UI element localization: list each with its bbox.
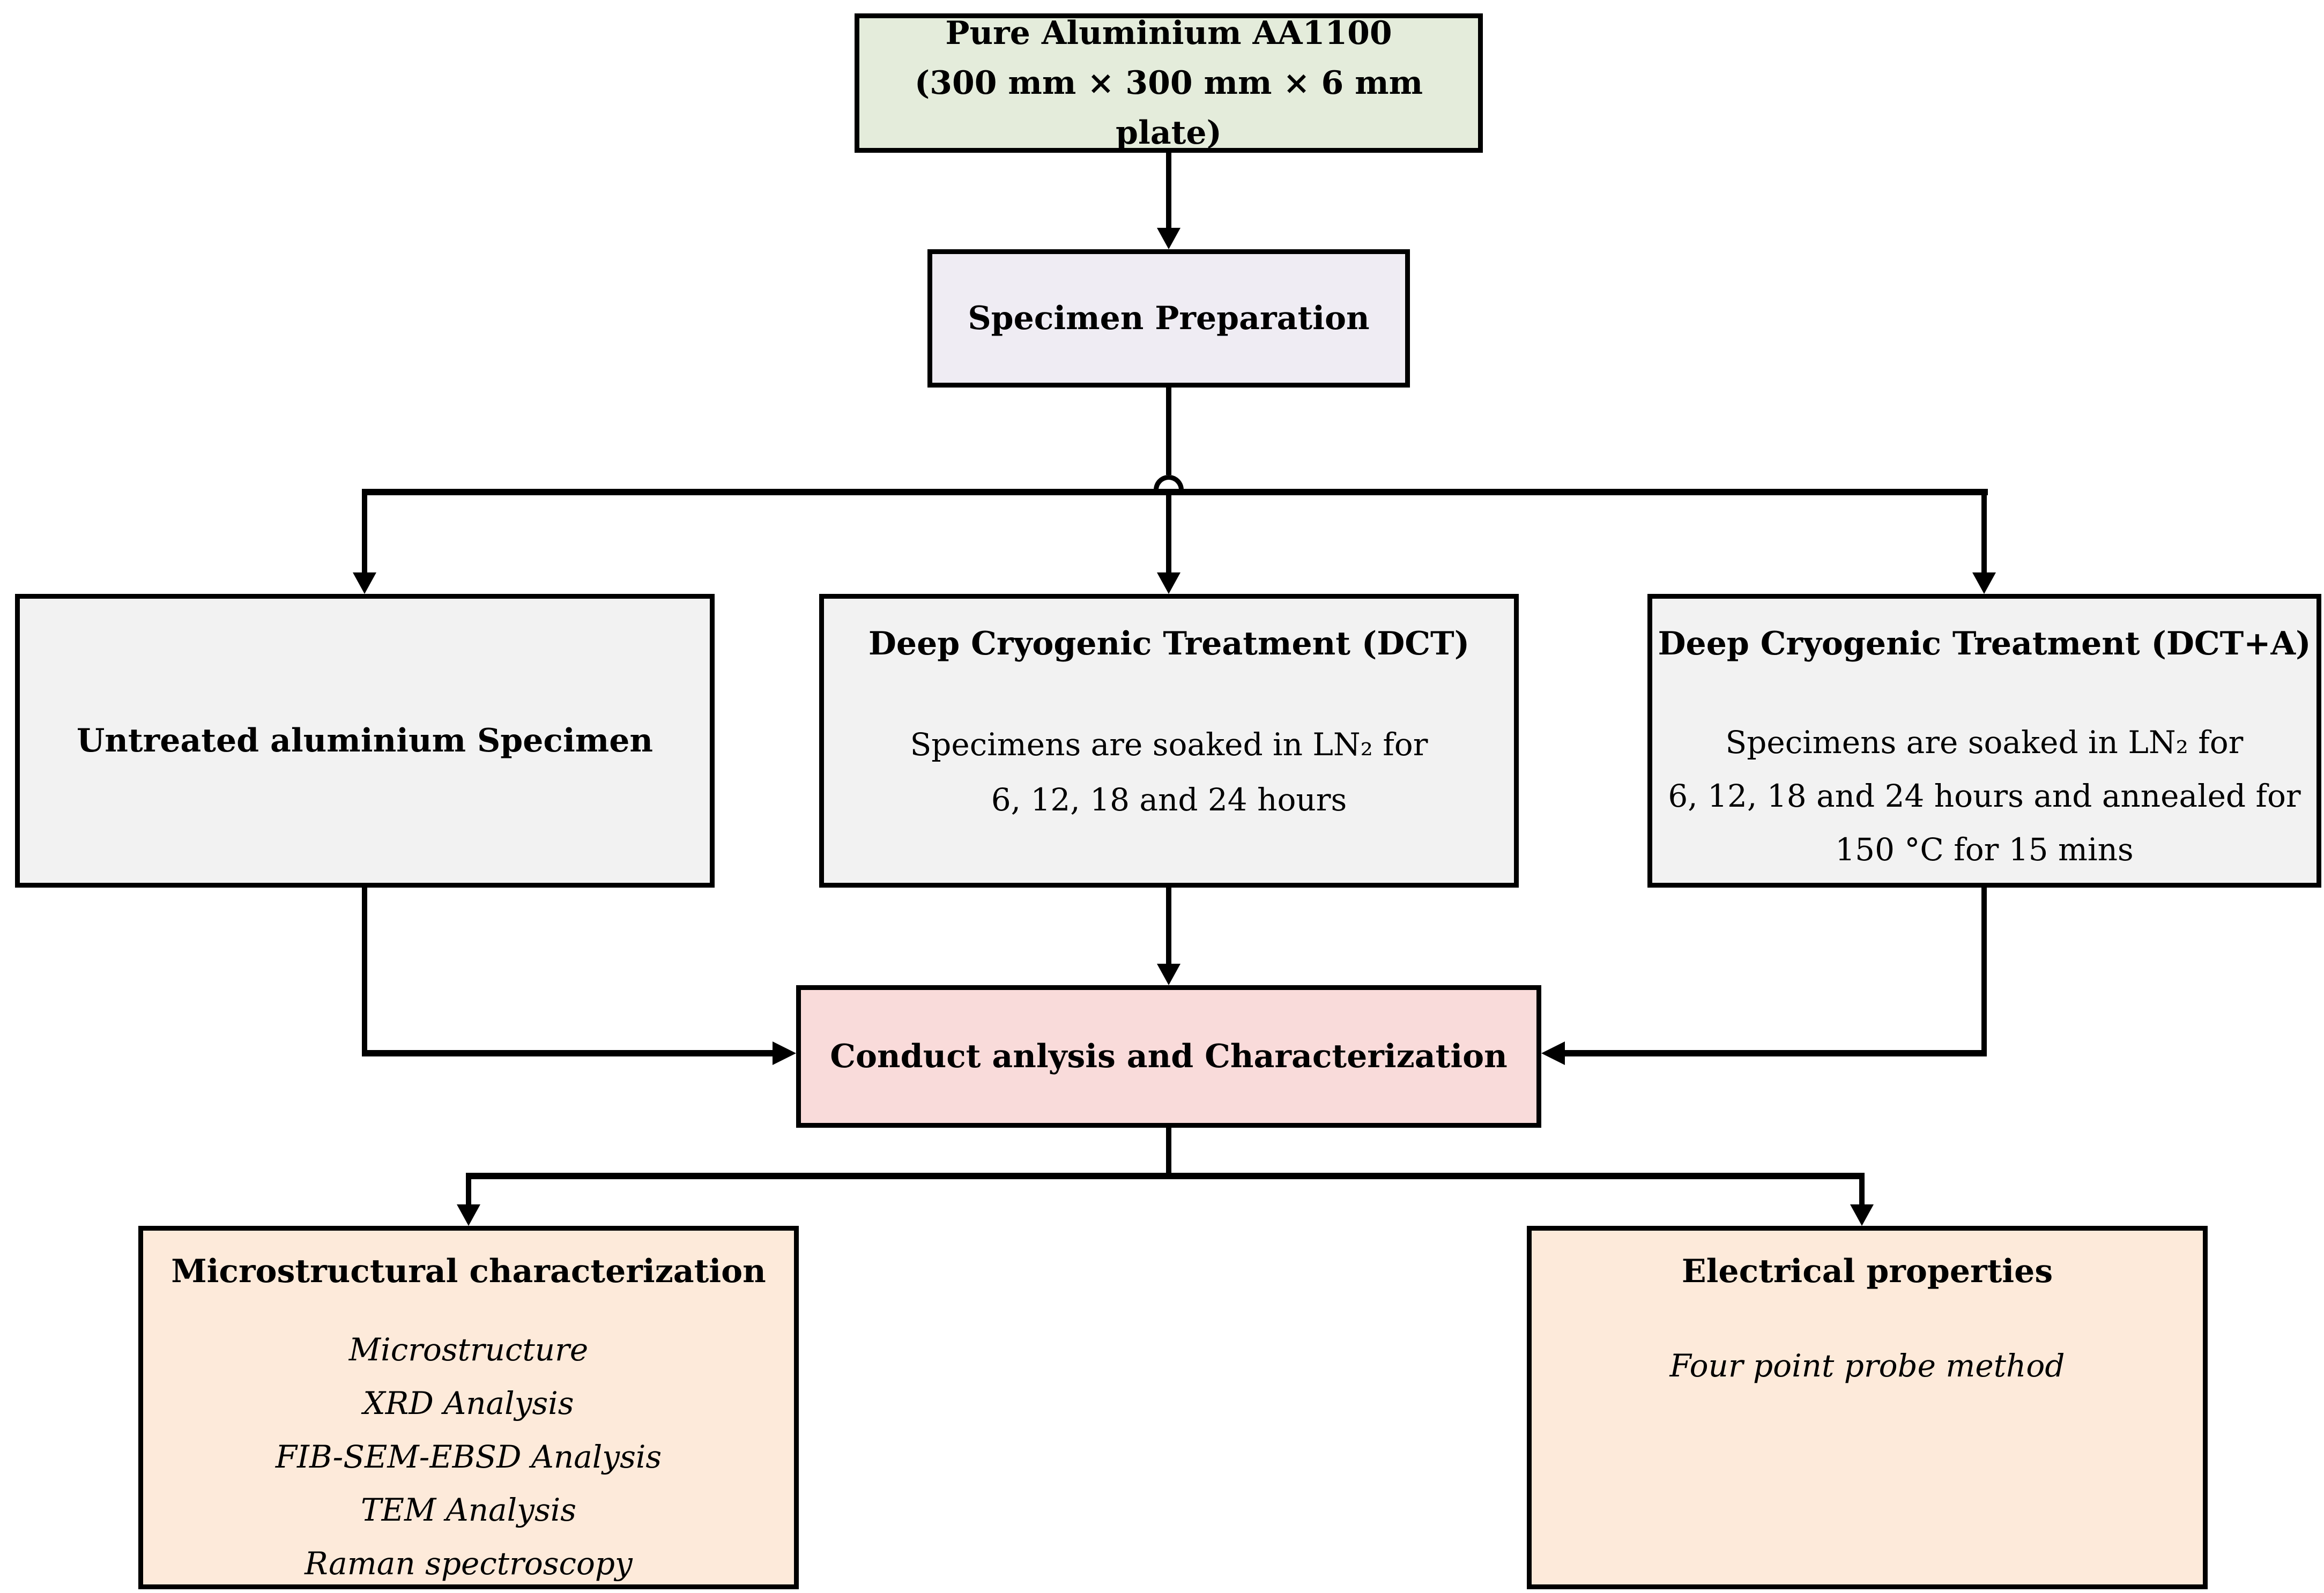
line-branch-to-microstructural (466, 1179, 471, 1204)
line-preparation-to-branch (1166, 388, 1171, 475)
line-analysis-to-branch (1166, 1128, 1171, 1173)
line-branch-to-dct-a (1981, 495, 1987, 572)
line-dct-to-analysis (1166, 888, 1171, 964)
node-electrical-title: Electrical properties (1681, 1253, 2053, 1290)
node-specimen-preparation: Specimen Preparation (927, 249, 1410, 388)
arrowhead-into-microstructural (457, 1204, 480, 1226)
node-analysis-title: Conduct anlysis and Characterization (830, 1037, 1508, 1075)
node-microstructural: Microstructural characterization Microst… (138, 1226, 799, 1589)
node-microstructural-title: Microstructural characterization (171, 1253, 766, 1290)
arrowhead-into-analysis-right (1541, 1041, 1565, 1065)
node-dct: Deep Cryogenic Treatment (DCT) Specimens… (819, 594, 1519, 888)
arrowhead-into-dct (1157, 572, 1180, 594)
arrowhead-into-analysis-left (773, 1041, 796, 1065)
node-material-title: Pure Aluminium AA1100 (300 mm × 300 mm ×… (914, 14, 1423, 152)
node-material: Pure Aluminium AA1100 (300 mm × 300 mm ×… (855, 13, 1483, 153)
node-specimen-preparation-title: Specimen Preparation (968, 299, 1370, 337)
line-branch-to-dct (1166, 495, 1171, 572)
branch-line-bottom (466, 1173, 1865, 1179)
node-analysis: Conduct anlysis and Characterization (796, 985, 1541, 1128)
line-dct-a-down (1981, 888, 1987, 1056)
node-electrical: Electrical properties Four point probe m… (1527, 1226, 2208, 1589)
arrowhead-into-analysis-top (1157, 964, 1180, 985)
node-untreated: Untreated aluminium Specimen (15, 594, 715, 888)
node-dct-body: Specimens are soaked in LN₂ for 6, 12, 1… (910, 726, 1428, 818)
node-dct-title: Deep Cryogenic Treatment (DCT) (868, 625, 1470, 662)
arrowhead-into-dct-a (1972, 572, 1996, 594)
arrowhead-into-preparation (1157, 228, 1180, 249)
line-material-to-preparation (1166, 153, 1171, 228)
arrowhead-into-untreated (353, 572, 376, 594)
arrowhead-into-electrical (1850, 1204, 1874, 1226)
line-untreated-down (362, 888, 367, 1056)
branch-line-top (362, 489, 1988, 495)
node-untreated-title: Untreated aluminium Specimen (76, 721, 654, 760)
node-dct-a-body: Specimens are soaked in LN₂ for 6, 12, 1… (1668, 724, 2301, 868)
line-branch-to-electrical (1859, 1179, 1865, 1204)
node-dct-a-title: Deep Cryogenic Treatment (DCT+A) (1658, 625, 2311, 662)
node-electrical-body: Four point probe method (1669, 1348, 2065, 1384)
line-branch-to-untreated (362, 495, 367, 572)
node-microstructural-body: Microstructure XRD Analysis FIB-SEM-EBSD… (275, 1331, 662, 1582)
line-dct-a-to-analysis (1565, 1050, 1987, 1056)
line-untreated-to-analysis (362, 1050, 773, 1056)
node-dct-a: Deep Cryogenic Treatment (DCT+A) Specime… (1647, 594, 2321, 888)
line-hop (1154, 475, 1184, 490)
